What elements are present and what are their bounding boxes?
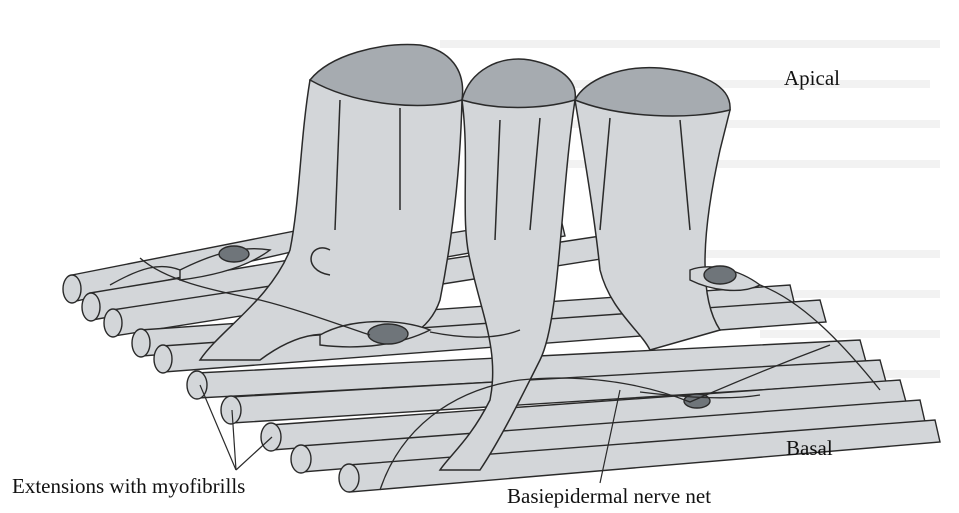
- extension-end-2: [82, 293, 100, 321]
- extension-end-5: [154, 345, 172, 373]
- extension-end-9: [291, 445, 311, 473]
- extension-end-7: [221, 396, 241, 424]
- extension-end-4: [132, 329, 150, 357]
- nucleus-top-left: [219, 246, 249, 262]
- nerve-net-label: Basiepidermal nerve net: [507, 484, 711, 509]
- nucleus-right: [704, 266, 736, 284]
- nucleus-center: [368, 324, 408, 344]
- extension-end-10: [339, 464, 359, 492]
- extensions-label: Extensions with myofibrills: [12, 474, 245, 499]
- extension-end-3: [104, 309, 122, 337]
- extension-end-1: [63, 275, 81, 303]
- apical-label: Apical: [784, 66, 840, 91]
- basal-label: Basal: [786, 436, 833, 461]
- extension-end-8: [261, 423, 281, 451]
